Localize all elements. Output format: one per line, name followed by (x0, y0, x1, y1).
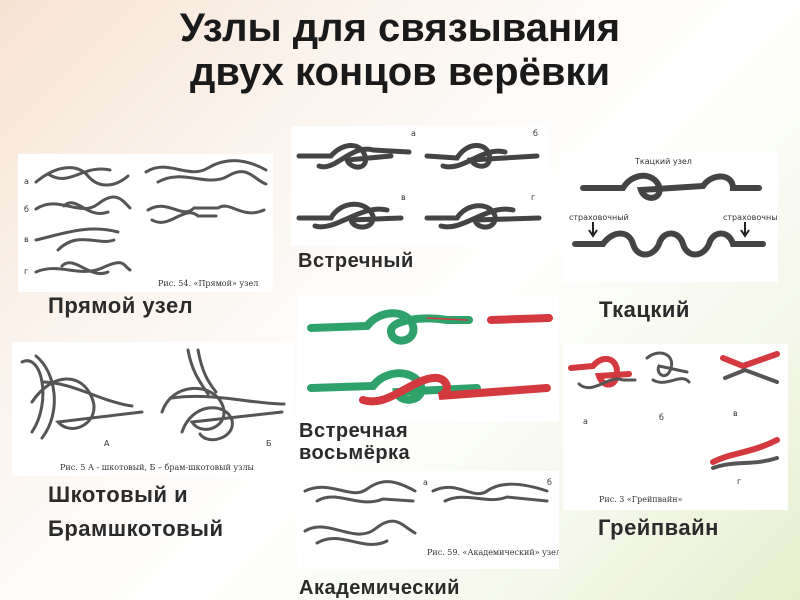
sublabel-b: б (659, 413, 664, 422)
figure-caption: Рис. 54. «Прямой» узел (158, 279, 258, 288)
safety-right: страховочный (723, 213, 778, 222)
sublabel-a: а (24, 177, 29, 186)
square-knot-illustration: а б в г Рис. 54. «Прямой» узел (18, 154, 273, 292)
sublabel-a: а (583, 417, 588, 426)
sublabel-b: б (24, 205, 29, 214)
overhand-bend-illustration: а б в г (291, 126, 549, 246)
sheet-bend-label: Шкотовый и Брамшкотовый (48, 482, 224, 541)
sublabel-a: а (411, 129, 416, 138)
figure-eight-bend-illustration (297, 296, 559, 422)
title-line-2: двух концов верёвки (189, 50, 611, 94)
safety-left: страховочный (569, 213, 629, 222)
sublabel-a: а (423, 478, 428, 487)
figure-eight-bend-label: Встречная восьмёрка (299, 420, 411, 464)
sublabel-v: в (401, 193, 406, 202)
academic-knot-label: Академический (299, 577, 460, 599)
weavers-knot-label: Ткацкий (599, 297, 690, 322)
grapevine-caption: Рис. 3 «Грейпвайн» (599, 495, 683, 504)
sublabel-g: г (24, 267, 28, 276)
sublabel-g: г (531, 193, 535, 202)
page-title: Узлы для связывания двух концов верёвки (0, 6, 800, 94)
grapevine-illustration: а б в г Рис. 3 «Грейпвайн» (563, 344, 788, 510)
sublabel-v: в (24, 235, 29, 244)
title-line-1: Узлы для связывания (179, 6, 621, 50)
weavers-caption: Ткацкий узел (634, 157, 692, 166)
square-knot-label: Прямой узел (48, 293, 194, 318)
academic-caption: Рис. 59. «Академический» узел (427, 548, 559, 557)
sheet-bend-caption: Рис. 5 А - шкотовый, Б – брам-шкотовый у… (60, 463, 255, 472)
sublabel-B: Б (266, 439, 272, 448)
weavers-knot-illustration: Ткацкий узел страховочный страховочный (563, 152, 778, 282)
academic-knot-illustration: а б Рис. 59. «Академический» узел (297, 471, 559, 569)
overhand-bend-label: Встречный (298, 250, 414, 272)
sublabel-b: б (533, 129, 538, 138)
sublabel-A: А (104, 439, 110, 448)
sheet-bend-illustration: А Б Рис. 5 А - шкотовый, Б – брам-шкотов… (12, 342, 294, 476)
sublabel-b: б (547, 478, 552, 487)
sublabel-g: г (737, 477, 741, 486)
grapevine-label: Грейпвайн (598, 515, 719, 540)
sublabel-v: в (733, 409, 738, 418)
